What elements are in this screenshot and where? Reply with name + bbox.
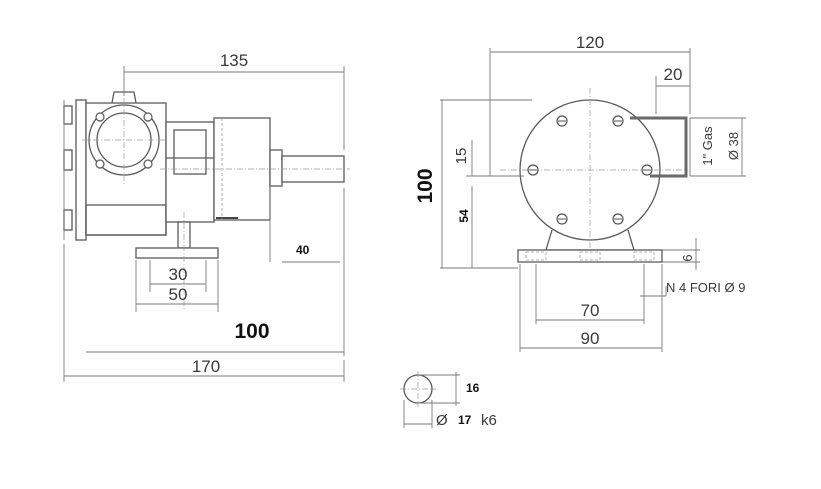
side-view: 135 30 50 40 100 — [63, 51, 350, 382]
side-flange — [63, 99, 87, 241]
dim-label-100-side: 100 — [234, 320, 269, 343]
front-base — [517, 229, 663, 263]
dim-50: 50 — [135, 260, 219, 312]
side-pump-casing — [82, 91, 168, 236]
side-foot — [135, 212, 219, 310]
dim-label-54: 54 — [457, 209, 471, 223]
dim-15: 15 — [453, 140, 524, 177]
holes-note: N 4 FORI Ø 9 — [640, 280, 745, 297]
dim-label-170: 170 — [192, 357, 220, 376]
dim-135: 135 — [123, 51, 345, 150]
dim-30: 30 — [149, 260, 207, 292]
dim-label-100-front: 100 — [414, 168, 437, 203]
port-diameter-label: Ø 38 — [726, 132, 741, 160]
dim-90: 90 — [519, 264, 663, 352]
dim-label-135: 135 — [220, 51, 248, 70]
port-annotations: 1" Gas Ø 38 — [690, 117, 746, 177]
dim-120: 120 — [489, 33, 691, 176]
dim-label-6: 6 — [680, 254, 695, 261]
dim-40: 40 — [269, 186, 340, 263]
shaft-tolerance: k6 — [481, 412, 497, 429]
shaft-diameter-value: 17 — [458, 413, 472, 427]
dim-170: 170 — [63, 244, 345, 382]
dim-20: 20 — [655, 65, 690, 114]
front-outlet-pipe — [630, 116, 691, 178]
dim-label-70: 70 — [581, 301, 600, 320]
thread-label: 1" Gas — [700, 126, 715, 166]
shaft-detail: 16 Ø 17 k6 — [400, 371, 497, 429]
dim-label-30: 30 — [169, 265, 188, 284]
dim-70: 70 — [535, 264, 645, 324]
shaft-diameter-symbol: Ø — [436, 412, 448, 429]
dim-label-90: 90 — [581, 329, 600, 348]
dim-100-front: 100 — [414, 99, 532, 269]
dim-label-15: 15 — [453, 148, 470, 165]
dim-label-40: 40 — [296, 243, 310, 257]
dim-label-120: 120 — [576, 33, 604, 52]
dim-100-side: 100 — [86, 188, 345, 356]
side-shaft — [160, 149, 350, 187]
dim-54: 54 — [457, 186, 473, 268]
dim-6: 6 — [662, 238, 700, 270]
dim-label-20: 20 — [664, 65, 683, 84]
dim-label-16: 16 — [466, 381, 480, 395]
front-view: 120 20 100 15 54 — [414, 33, 746, 352]
dim-label-50: 50 — [169, 285, 188, 304]
side-bearing-housing — [165, 117, 271, 223]
holes-note-label: N 4 FORI Ø 9 — [666, 280, 745, 295]
front-pump-body — [500, 88, 688, 262]
